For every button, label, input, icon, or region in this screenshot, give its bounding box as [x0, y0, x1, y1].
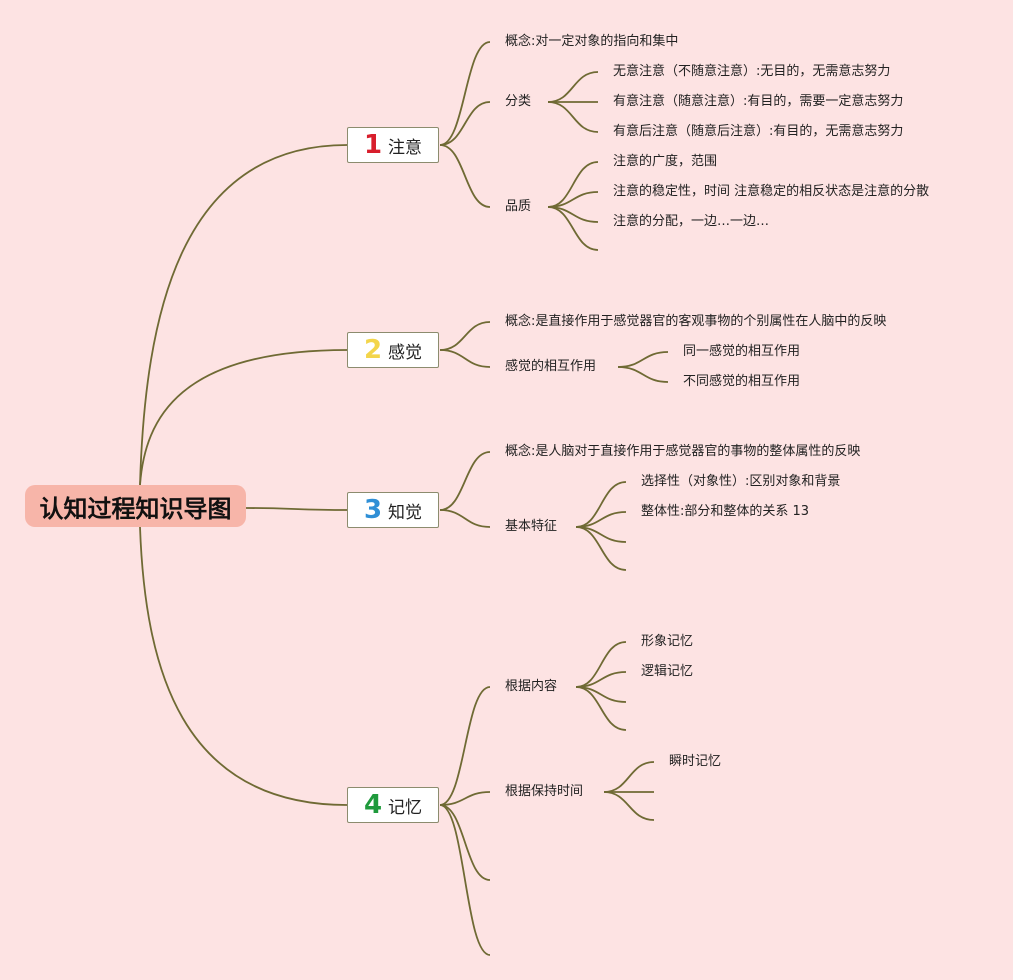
number-4-icon: 4	[363, 790, 383, 820]
image-memory[interactable]: 形象记忆	[641, 634, 694, 649]
number-3-icon: 3	[363, 495, 383, 525]
attention-span[interactable]: 注意的广度，范围	[613, 154, 718, 169]
number-1-icon: 1	[363, 130, 383, 160]
connector-19	[603, 791, 655, 821]
connector-root-branch-4	[139, 526, 348, 806]
branch-sensation[interactable]: 2 感觉	[347, 332, 439, 368]
perception-concept[interactable]: 概念:是人脑对于直接作用于感觉器官的事物的整体属性的反映	[505, 444, 861, 459]
connector-b4-duration	[439, 791, 491, 806]
connector-7	[617, 351, 669, 368]
connector-b1-class	[439, 101, 491, 146]
branch-label: 知觉	[388, 502, 423, 523]
connector-b2-interaction	[439, 349, 491, 368]
sensation-interaction[interactable]: 感觉的相互作用	[505, 359, 597, 374]
logical-memory[interactable]: 逻辑记忆	[641, 664, 694, 679]
connector-12	[575, 526, 627, 571]
sensation-concept[interactable]: 概念:是直接作用于感觉器官的客观事物的个别属性在人脑中的反映	[505, 314, 887, 329]
memory-by-duration[interactable]: 根据保持时间	[505, 784, 584, 799]
branch-label: 记忆	[388, 797, 423, 818]
memory-by-content[interactable]: 根据内容	[505, 679, 558, 694]
branch-perception[interactable]: 3 知觉	[347, 492, 439, 528]
same-sensation-interaction[interactable]: 同一感觉的相互作用	[683, 344, 801, 359]
connector-b1-quality	[439, 144, 491, 208]
attention-classification[interactable]: 分类	[505, 94, 532, 109]
perception-wholeness[interactable]: 整体性:部分和整体的关系 13	[641, 504, 810, 519]
connector-0	[547, 71, 599, 103]
connector-b2-concept	[439, 321, 491, 351]
voluntary-attention[interactable]: 有意注意（随意注意）:有目的，需要一定意志努力	[613, 94, 904, 109]
branch-memory[interactable]: 4 记忆	[347, 787, 439, 823]
perception-selectivity[interactable]: 选择性（对象性）:区别对象和背景	[641, 474, 841, 489]
attention-qualities[interactable]: 品质	[505, 199, 532, 214]
perception-features[interactable]: 基本特征	[505, 519, 558, 534]
root-label: 认知过程知识导图	[39, 494, 232, 523]
involuntary-attention[interactable]: 无意注意（不随意注意）:无目的，无需意志努力	[613, 64, 891, 79]
connector-b4-empty-2	[439, 804, 491, 956]
branch-label: 感觉	[388, 342, 423, 363]
post-voluntary-attention[interactable]: 有意后注意（随意后注意）:有目的，无需意志努力	[613, 124, 904, 139]
connector-b3-features	[439, 509, 491, 528]
different-sensation-interaction[interactable]: 不同感觉的相互作用	[683, 374, 801, 389]
connector-b3-concept	[439, 451, 491, 511]
branch-label: 注意	[388, 137, 423, 158]
connector-17	[603, 761, 655, 793]
connector-root-branch-2	[139, 349, 348, 486]
attention-distribution[interactable]: 注意的分配，一边…一边…	[613, 214, 770, 229]
attention-concept[interactable]: 概念:对一定对象的指向和集中	[505, 34, 679, 49]
connector-b4-content	[439, 686, 491, 806]
instant-memory[interactable]: 瞬时记忆	[669, 754, 722, 769]
branch-attention[interactable]: 1 注意	[347, 127, 439, 163]
connector-8	[617, 366, 669, 383]
connector-root-branch-3	[245, 507, 348, 511]
connector-2	[547, 101, 599, 133]
connector-b1-concept	[439, 41, 491, 146]
connector-b4-empty-1	[439, 804, 491, 881]
number-2-icon: 2	[363, 335, 383, 365]
connector-6	[547, 206, 599, 251]
attention-stability[interactable]: 注意的稳定性，时间 注意稳定的相反状态是注意的分散	[613, 184, 930, 199]
connector-root-branch-1	[139, 144, 348, 486]
root-node[interactable]: 认知过程知识导图	[25, 485, 246, 527]
connector-16	[575, 686, 627, 731]
